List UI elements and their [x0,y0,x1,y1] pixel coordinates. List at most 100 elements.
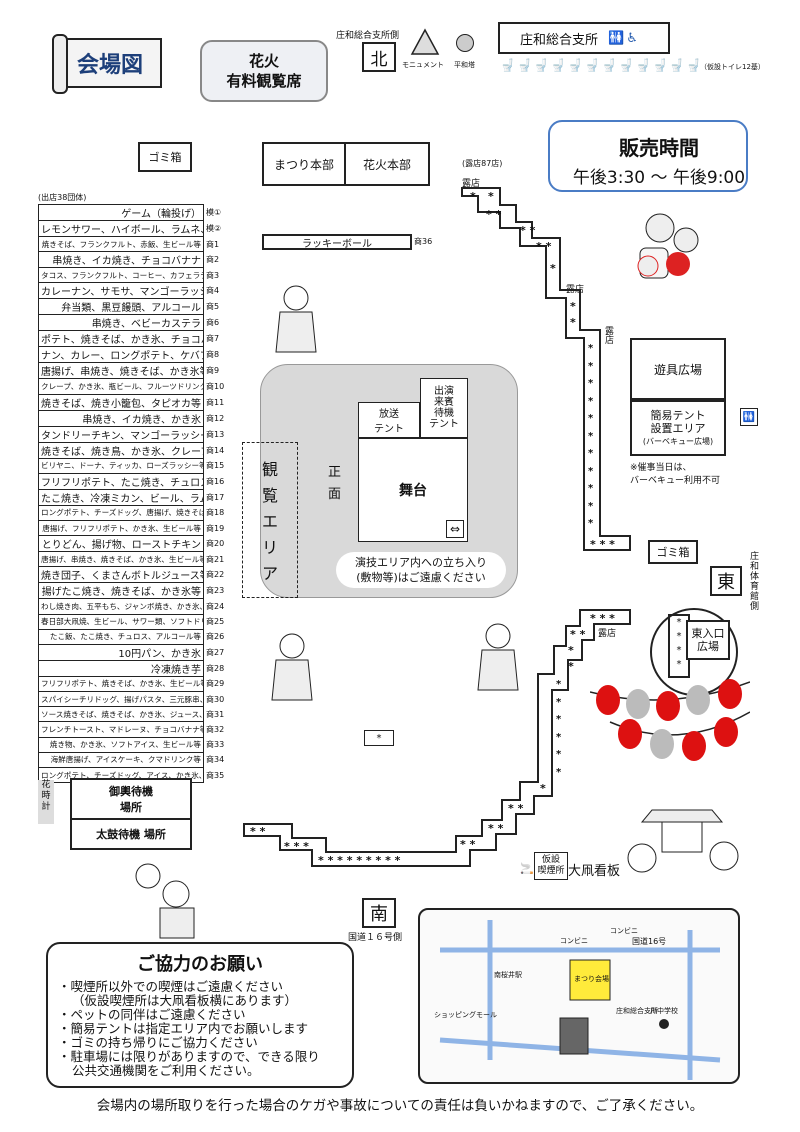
map-convenience-2: コンビニ [610,927,638,935]
map-station: 南桜井駅 [494,971,522,979]
shop-number: 商1 [206,239,220,249]
festival-boy-illustration [124,862,204,940]
shop-items: タンドリーチキン、マンゴーラッシー等 [38,425,204,443]
cooperation-heading: ご協力のお願い [137,954,263,975]
shop-items: わし焼き肉、五平もち、ジャンボ焼き、かき氷、生ビール [38,598,204,615]
kite-sign-label: 大凧看板 [568,864,621,879]
stall-marker: * [540,782,546,795]
shop-items: 揚げたこ焼き、焼きそば、かき氷等 [38,582,204,600]
shop-row: たこ飯、たこ焼き、チュロス、アルコール等商26 [38,628,231,645]
shop-number: 商20 [206,539,225,549]
shop-list: ゲーム（輪投げ）模①レモンサワー、ハイボール、ラムネ、お茶模②焼きそば、フランク… [38,204,231,784]
lucky-ball-stall: ラッキーボール [262,234,412,250]
shop-items: たこ飯、たこ焼き、チュロス、アルコール等 [38,628,204,645]
mikoshi-waiting: 御輿待機 場所 [70,778,192,820]
shop-number: 商19 [206,523,225,533]
stall-marker: * [470,190,476,203]
lanterns-decoration [590,679,750,761]
shop-number: 商32 [206,725,225,735]
stall-marker: * * * [590,538,615,551]
shop-number: 模② [206,224,222,233]
shop-row: カレーナン、サモサ、マンゴーラッシー等商4 [38,282,231,300]
shop-row: タンドリーチキン、マンゴーラッシー等商13 [38,425,231,443]
restroom-icon: 🚻 [740,408,758,426]
shop-number: 商33 [206,740,225,750]
shop-items: 唐揚げ、串焼き、焼きそば、かき氷等 [38,362,204,380]
shop-number: 商3 [206,270,220,280]
festival-hq-label: まつり本部 [273,157,334,172]
map-route-label: 国道16号 [632,937,667,946]
broadcast-tent-label: 放送 テント [374,409,404,435]
shop-row: 串焼き、イカ焼き、チョコバナナ商2 [38,251,231,269]
tent-area-label: 簡易テント 設置エリア [650,408,706,435]
footer-disclaimer: 会場内の場所取りを行った場合のケガや事故についての責任は負いかねますので、ご了承… [96,1098,704,1114]
cooperation-box: ご協力のお願い ・喫煙所以外での喫煙はご遠慮ください（仮設喫煙所は大凧看板横にあ… [46,942,354,1088]
shop-items: 串焼き、ベビーカステラ [38,314,204,332]
shop-items: 焼きそば、フランクフルト、赤飯、生ビール等 [38,235,204,253]
shop-number: 商35 [206,770,225,780]
smoking-area-label: 仮設 喫煙所 [537,855,565,876]
drums-waiting-label: 太鼓待機 場所 [96,828,166,841]
shop-items: タコス、フランクフルト、コーヒー、カフェラテ等 [38,267,204,284]
restroom-icon: 🚻 [608,30,625,46]
shop-row: 焼きそば、焼き小籠包、タピオカ等商11 [38,393,231,411]
shop-number: 商21 [206,554,225,564]
shop-items: 焼きそば、焼き小籠包、タピオカ等 [38,393,204,411]
shop-row: ソース焼きそば、焼きそば、かき氷、ジュース、ビール等商31 [38,706,231,723]
girl-illustration-1 [268,282,324,358]
shop-number: 模① [206,208,222,217]
shop-number: 商5 [206,302,220,312]
shop-items: 冷凍焼き芋 [38,659,204,677]
stage-label: 舞台 [399,483,427,499]
wheelchair-icon: ♿ [626,30,638,46]
page-title: 会場図 [52,34,162,94]
stall-label-3: 露店 [603,326,613,344]
shop-items: ポテト、焼きそば、かき氷、チョコバナナ [38,330,204,348]
east-plaza-label: 東入口 広場 [691,627,725,653]
branch-office: 庄和総合支所 🚻 ♿ [498,22,670,54]
north-text: 北 [370,49,388,70]
stall-column-2: * * * * * * [556,679,562,778]
direction-arrow-icon: ⇔ [446,520,464,538]
shop-number: 商25 [206,617,225,627]
shop-items: レモンサワー、ハイボール、ラムネ、お茶 [38,220,204,237]
stall-column: * * * * * * * * * * * [588,343,594,529]
shop-number: 商34 [206,755,225,765]
map-branch: 庄和総合支所 [616,1007,658,1015]
route16-label: 国道１６号側 [348,933,403,943]
shop-number: 商17 [206,492,225,502]
stall-marker: * [570,300,576,313]
stall-marker: * [550,262,556,275]
stall-marker: * [568,660,574,673]
shop-number: 商8 [206,350,220,360]
shop-row: フリフリポテト、焼きそば、かき氷、生ビール等商29 [38,675,231,693]
stall-marker: * * [250,825,266,838]
cooperation-item: ・ペットの同伴はご遠慮ください [58,1007,246,1022]
shop-items: フレンチトースト、マドレーヌ、チョコバナナ等 [38,721,204,738]
groups-count: (出店38団体) [38,193,87,202]
festival-hq: まつり本部 [262,142,346,186]
branch-side-label: 庄和総合支所側 [336,31,400,41]
monument-label: モニュメント [402,61,444,69]
fireworks-seats-label: 花火 有料観覧席 [226,52,302,90]
shop-items: 海鮮唐揚げ、アイスケーキ、クマドリンク等 [38,751,204,769]
sales-time: 午後3:30 ～ 午後9:00 [572,168,746,188]
east-plaza: 東入口 広場 [686,620,730,660]
performers-tent-label: 出演 来賓 待機 テント [429,386,459,430]
cooperation-item: ・ゴミの持ち帰りにご協力ください [58,1035,258,1050]
shop-number: 商4 [206,286,220,296]
shop-items: ナン、カレー、ロングポテト、ケバブ [38,346,204,364]
north-marker: 北 [362,42,396,72]
playground-label: 遊具広場 [653,362,702,377]
stall-marker: * [488,190,494,203]
shop-items: 唐揚げ、フリフリポテト、かき氷、生ビール等 [38,519,204,537]
shop-row: フリフリポテト、たこ焼き、チュロス等商16 [38,472,231,490]
shop-number: 商29 [206,679,225,689]
shop-items: とりどん、揚げ物、ローストチキン [38,535,204,553]
shop-row: 串焼き、ベビーカステラ商6 [38,314,231,332]
shop-row: タコス、フランクフルト、コーヒー、カフェラテ等商3 [38,267,231,284]
tent-area: 簡易テント 設置エリア (バーベキュー広場) [630,400,726,456]
shop-row: クレープ、かき氷、瓶ビール、フルーツドリンク商10 [38,378,231,395]
east-marker: 東 [710,566,742,596]
smoking-icon: 🚬 [520,862,534,875]
